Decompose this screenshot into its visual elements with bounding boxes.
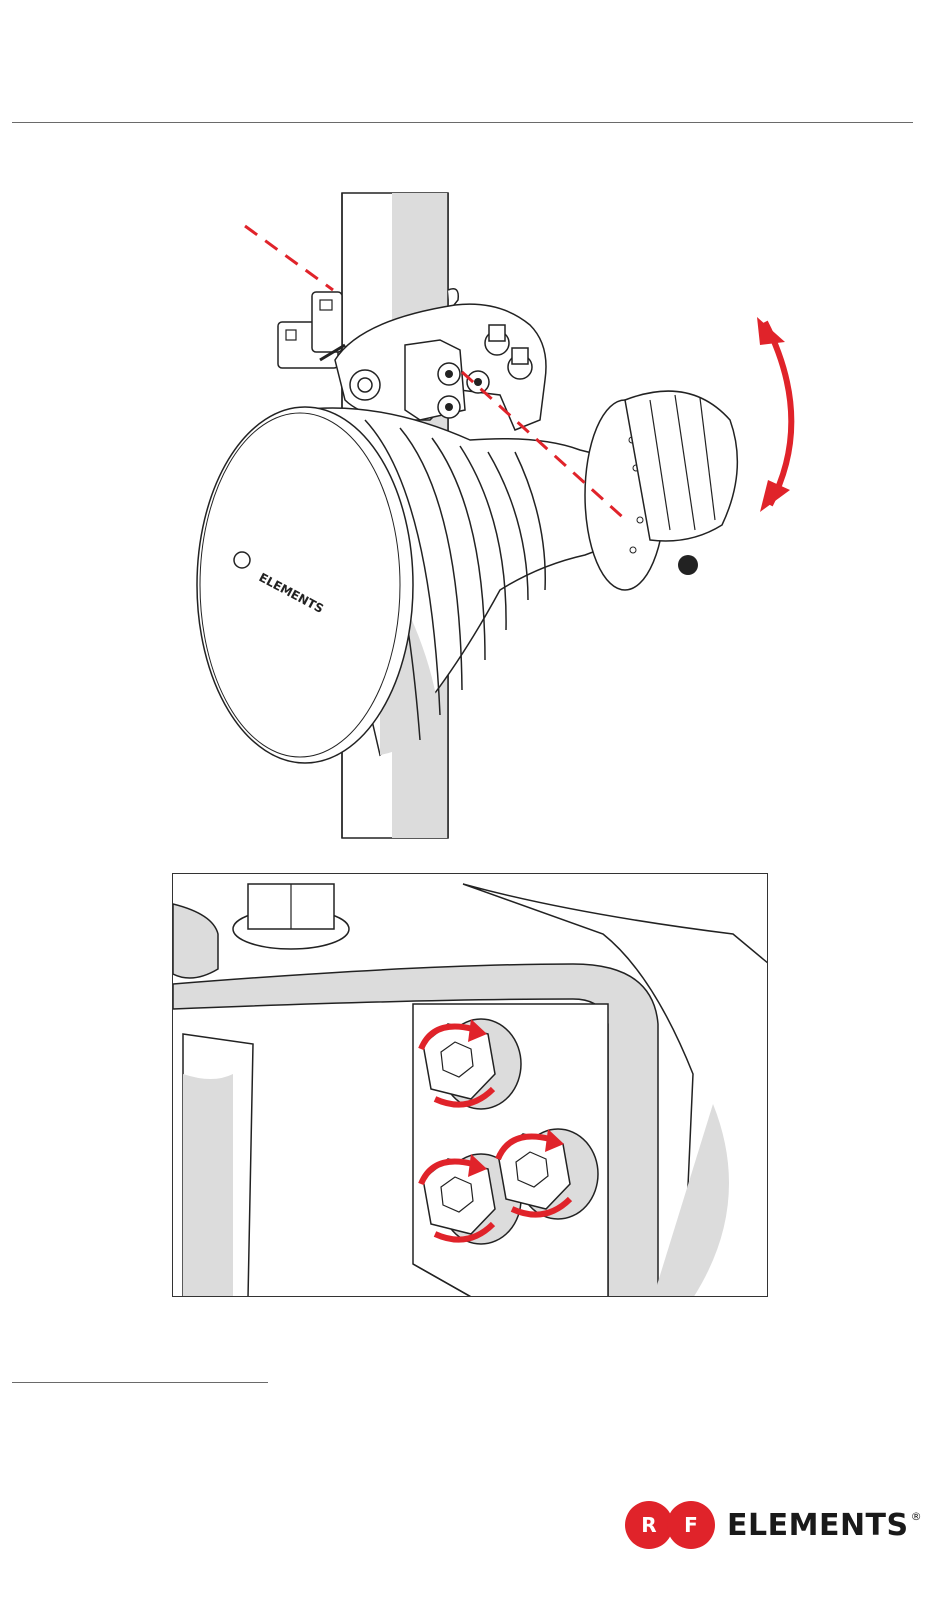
registered-mark: ® [911, 1510, 922, 1523]
brand-mark-left: R [625, 1501, 673, 1549]
radome-dish: ELEMENTS [197, 407, 413, 763]
brand-logo: R F ELEMENTS ® [625, 1498, 922, 1552]
tilt-bolt-3 [438, 396, 460, 418]
tilt-bolts-detail-illustration [173, 874, 768, 1297]
tilt-arrow-icon [757, 317, 791, 512]
brand-wordmark: ELEMENTS [727, 1508, 909, 1543]
top-nut [233, 884, 349, 949]
dish-logo-mark [234, 552, 250, 568]
tilt-axis-line-upper [245, 226, 333, 290]
antenna-mount-illustration: ELEMENTS [0, 0, 950, 860]
tilt-bolt-2 [467, 371, 489, 393]
footer-rule [12, 1382, 268, 1383]
brand-mark-right: F [667, 1501, 715, 1549]
detail-inset [172, 873, 768, 1297]
tilt-bolt-1 [438, 363, 460, 385]
bolt-top-2 [508, 348, 532, 379]
bolt-top-1 [485, 325, 509, 355]
